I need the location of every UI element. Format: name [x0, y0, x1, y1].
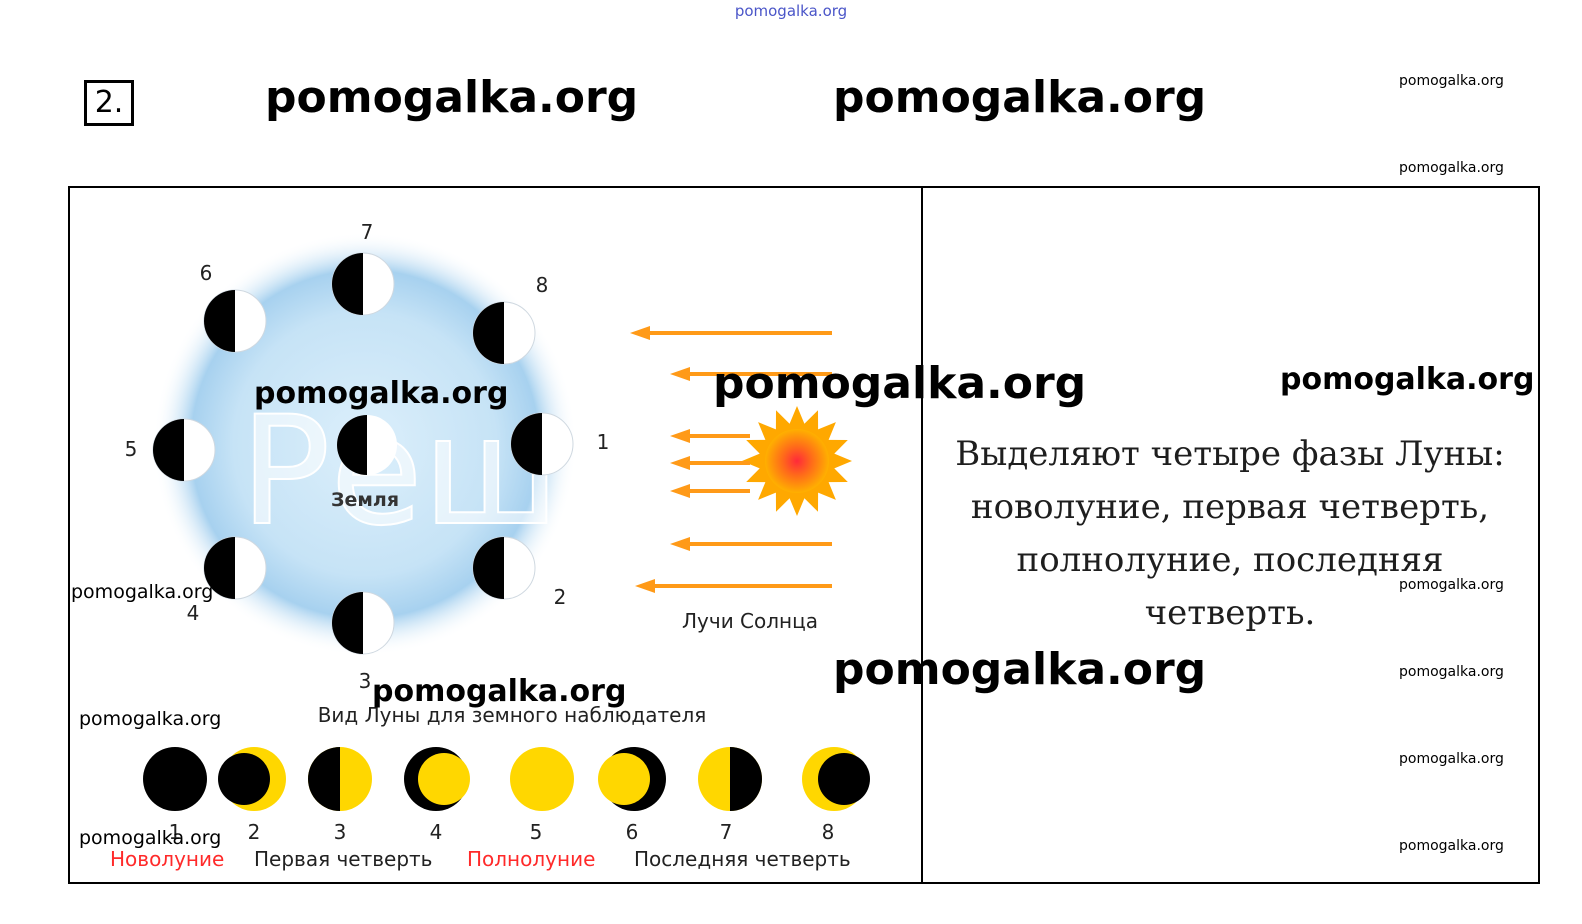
watermark-header-left: pomogalka.org [265, 72, 639, 123]
watermark-small-2: pomogalka.org [1399, 160, 1504, 176]
orbit-moon-4 [203, 536, 267, 600]
phase-number-2: 2 [248, 820, 261, 844]
orbit-number-8: 8 [536, 273, 549, 297]
ray-arrow-1 [630, 326, 832, 340]
orbit-number-4: 4 [187, 601, 200, 625]
phase-number-5: 5 [530, 820, 543, 844]
ray-arrow-2 [670, 367, 832, 381]
phase-number-1: 1 [169, 820, 182, 844]
orbit-number-6: 6 [200, 261, 213, 285]
watermark-small-4: pomogalka.org [1399, 664, 1504, 680]
phase-number-3: 3 [334, 820, 347, 844]
sun [742, 406, 852, 516]
content-frame [68, 186, 1540, 884]
orbit-moon-7 [331, 252, 395, 316]
ray-arrow-7 [635, 579, 832, 593]
orbit-moon-1 [510, 412, 574, 476]
phase-name-full-moon: Полнолуние [467, 847, 595, 871]
answer-line-2: новолуние, первая четверть, [970, 487, 1490, 527]
watermark-small-5: pomogalka.org [1399, 751, 1504, 767]
phase-moon-2 [218, 747, 286, 811]
watermark-overlay-3: pomogalka.org [1280, 362, 1535, 397]
orbit-moon-5 [152, 418, 216, 482]
answer-line-3: полнолуние, последняя четверть. [1016, 540, 1444, 633]
background-watermark: Реш [240, 385, 560, 559]
watermark-small-6: pomogalka.org [1399, 838, 1504, 854]
phase-name-first-quarter: Первая четверть [254, 847, 432, 871]
phase-name-new-moon: Новолуние [110, 847, 224, 871]
phase-moon-4 [404, 747, 470, 811]
phase-moon-6 [598, 747, 666, 811]
ray-arrow-5 [670, 484, 750, 498]
earth-label: Земля [331, 489, 399, 511]
phase-number-6: 6 [626, 820, 639, 844]
ray-arrow-6 [670, 537, 832, 551]
watermark-overlay-1: pomogalka.org [254, 376, 509, 411]
phase-number-8: 8 [822, 820, 835, 844]
phase-moon-1 [143, 747, 207, 811]
orbit-moon-3 [331, 591, 395, 655]
phase-number-4: 4 [430, 820, 443, 844]
sun-rays-label: Лучи Солнца [682, 609, 818, 633]
watermark-header-right: pomogalka.org [833, 72, 1207, 123]
ray-arrow-3 [670, 429, 750, 443]
watermark-overlay-6: pomogalka.org [372, 674, 627, 709]
watermark-small-1: pomogalka.org [1399, 73, 1504, 89]
ray-arrow-4 [670, 456, 750, 470]
phase-moon-7 [698, 747, 762, 811]
watermark-overlay-7: pomogalka.org [79, 708, 222, 730]
phase-number-7: 7 [720, 820, 733, 844]
answer-line-1: Выделяют четыре фазы Луны: [955, 434, 1505, 474]
phase-moon-3 [308, 747, 372, 811]
view-caption: Вид Луны для земного наблюдателя [318, 703, 707, 727]
moon-phases-diagram: Реш Земля 1 2 3 4 5 6 7 8 Лучи Солнца Ви… [110, 220, 870, 871]
orbit-moon-2 [472, 536, 536, 600]
top-url-watermark: pomogalka.org [734, 2, 848, 20]
orbit-moon-8 [472, 301, 536, 365]
phase-name-last-quarter: Последняя четверть [634, 847, 851, 871]
orbit-number-1: 1 [597, 430, 610, 454]
phase-moon-8 [802, 747, 870, 811]
orbit-number-2: 2 [554, 585, 567, 609]
watermark-overlay-2: pomogalka.org [713, 358, 1087, 409]
column-divider [921, 186, 923, 884]
orbit-number-7: 7 [361, 220, 374, 244]
phase-moon-5 [510, 747, 574, 811]
watermark-overlay-4: pomogalka.org [71, 581, 214, 603]
orbit-number-5: 5 [125, 437, 138, 461]
orbit-number-3: 3 [359, 669, 372, 693]
watermark-overlay-5: pomogalka.org [833, 644, 1207, 695]
watermark-small-3: pomogalka.org [1399, 577, 1504, 593]
orbit-moon-6 [203, 289, 267, 353]
earth [337, 415, 397, 475]
task-number: 2. [84, 80, 134, 126]
watermark-overlay-8: pomogalka.org [79, 827, 222, 849]
answer-text: Выделяют четыре фазы Луны: новолуние, пе… [935, 428, 1525, 640]
